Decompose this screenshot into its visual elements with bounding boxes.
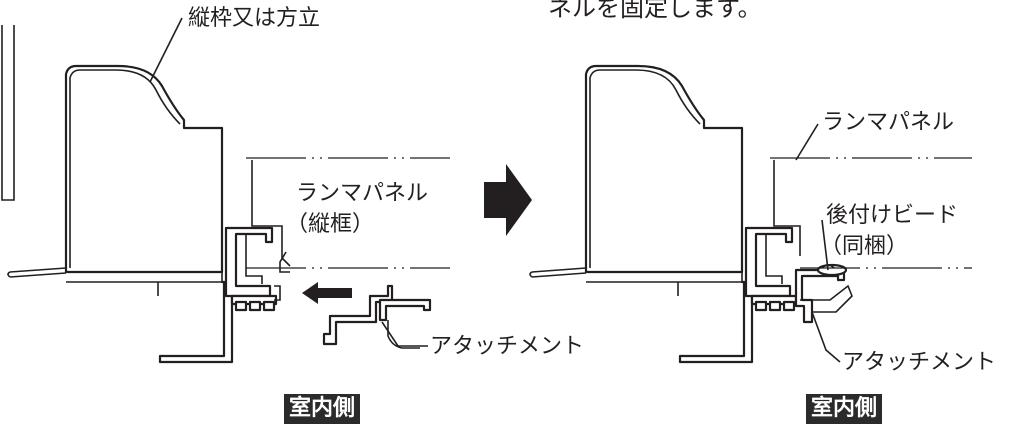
- frame-label: 縦枠又は方立: [188, 6, 321, 31]
- frame-leader: [149, 17, 183, 83]
- step-arrow-icon: [484, 164, 532, 236]
- right-panel-outline: [770, 157, 972, 269]
- left-attachment-label: アタッチメント: [430, 334, 585, 359]
- left-indoor-badge: 室内側: [284, 394, 361, 424]
- attachment-leader-left: [381, 321, 428, 347]
- bead-label: 後付けビード: [826, 203, 959, 228]
- right-frame-profile: [529, 64, 853, 364]
- bead-sublabel: （同梱）: [820, 234, 909, 259]
- left-frame-profile: [7, 64, 281, 364]
- insert-arrow-icon: [302, 282, 352, 304]
- right-attachment-label: アタッチメント: [842, 350, 997, 375]
- attachment-leader-right: [811, 311, 841, 363]
- panel-leader-right: [795, 123, 819, 161]
- left-edge-fragment: [1, 25, 15, 201]
- top-caption: ネルを固定します。: [548, 0, 762, 22]
- left-panel-sublabel: （縦框）: [286, 212, 375, 237]
- bead-leader: [821, 219, 829, 271]
- left-panel-outline: [246, 157, 450, 273]
- left-panel-label: ランマパネル: [296, 181, 429, 206]
- right-panel-label: ランマパネル: [822, 110, 955, 135]
- right-indoor-badge: 室内側: [806, 394, 883, 424]
- left-attachment-part: [322, 284, 432, 349]
